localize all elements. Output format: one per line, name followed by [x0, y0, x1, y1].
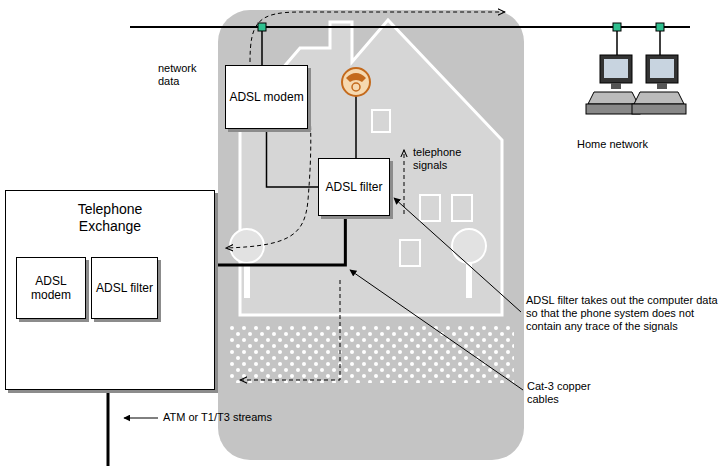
annotation-text: Home network	[577, 138, 687, 151]
house-ground	[218, 10, 524, 460]
device-box: ADSL modem	[225, 65, 308, 129]
tree	[452, 229, 486, 263]
house-window	[420, 195, 440, 221]
annotation-text: ADSL filter takes out the computer data …	[526, 294, 722, 334]
data-flow-arrow	[226, 70, 311, 248]
box-label: ADSL modem	[229, 90, 303, 104]
network-tap	[258, 23, 266, 31]
network-bus	[130, 26, 690, 28]
telephone-icon	[342, 68, 370, 96]
house-window	[372, 110, 390, 132]
device-box: ADSL modem	[16, 257, 86, 319]
phone-flow-arrow	[240, 280, 340, 380]
exchange-box: Telephone ExchangeADSL modem ADSL filter	[5, 190, 215, 390]
network-tap	[656, 23, 664, 31]
connector-line	[267, 129, 319, 187]
house-window	[400, 240, 420, 266]
annotation-text: ATM or T1/T3 streams	[163, 411, 313, 424]
leader-arrow	[124, 418, 158, 419]
box-label: ADSL filter	[96, 281, 153, 295]
phone-wire	[355, 96, 357, 158]
copper-cable	[215, 216, 345, 265]
annotation-text: network data	[158, 62, 216, 88]
leader-arrow	[394, 198, 521, 312]
box-label: ADSL filter	[326, 180, 383, 194]
network-tap	[613, 23, 621, 31]
phone-flow-arrow	[404, 150, 405, 214]
annotation-text: telephone signals	[413, 146, 475, 172]
leader-arrow	[350, 270, 523, 390]
box-label: Telephone Exchange	[55, 201, 165, 235]
box-label: ADSL modem	[17, 274, 85, 303]
computer-icon	[632, 55, 686, 114]
annotation-text: Cat-3 copper cables	[527, 380, 609, 406]
device-box: ADSL filter	[91, 257, 158, 319]
network-drop	[261, 27, 263, 65]
device-box: ADSL filter	[318, 158, 390, 216]
house-window	[452, 195, 472, 221]
data-flow-arrow	[250, 12, 505, 62]
trunk-line	[107, 390, 110, 466]
